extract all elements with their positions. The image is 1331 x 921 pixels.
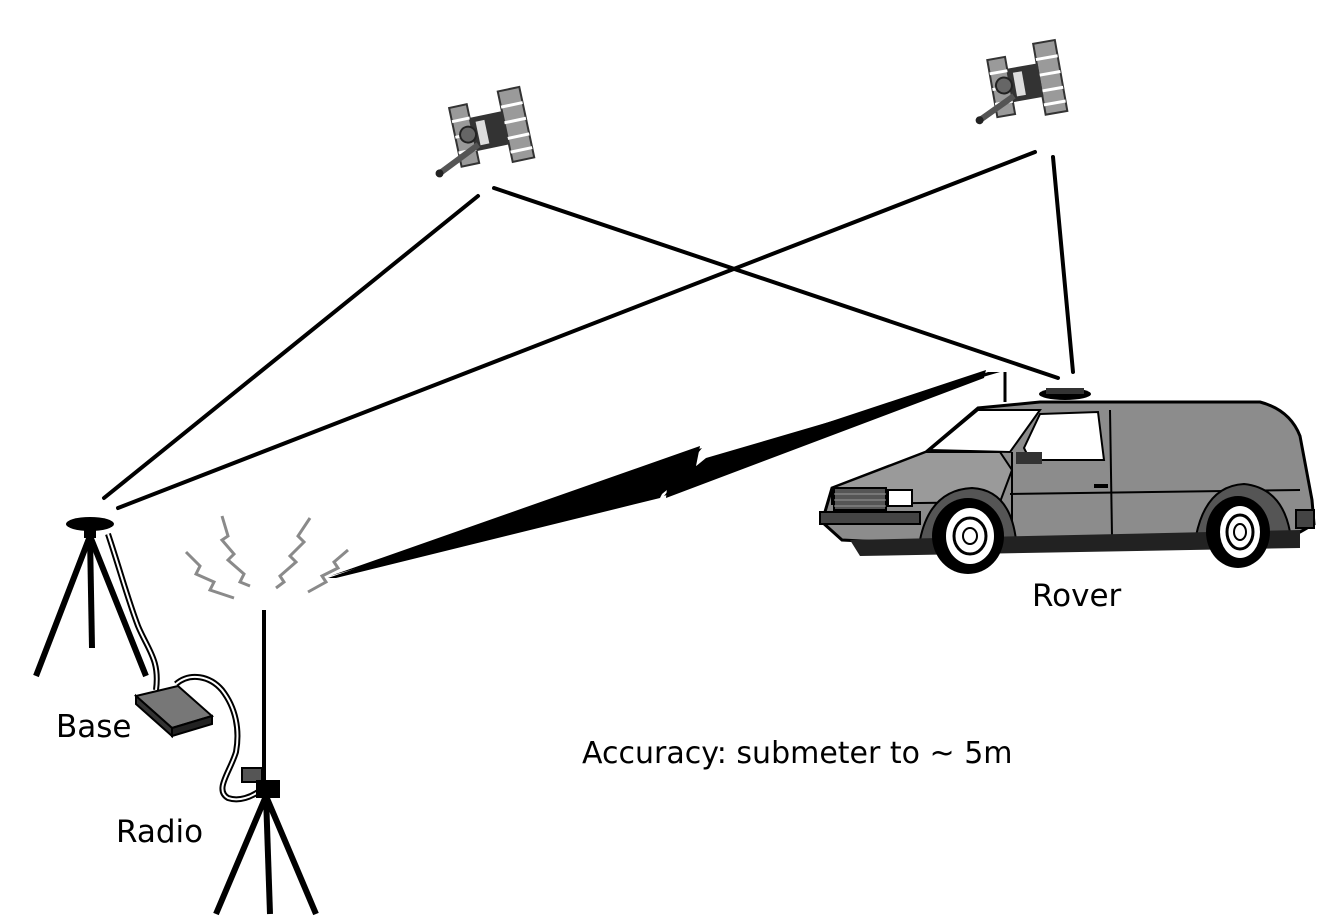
radio-cable-inner <box>175 675 259 801</box>
satellite-icon <box>435 85 536 178</box>
lightning-bolt-fill <box>330 370 986 576</box>
radio-wave <box>184 550 235 600</box>
signal-line-sat2-rover <box>1051 155 1075 374</box>
radio-wave <box>219 515 251 588</box>
radio-wave <box>275 517 312 590</box>
signal-line-sat1-base <box>102 194 480 500</box>
rover-label: Rover <box>1032 578 1122 614</box>
satellite-icon <box>975 38 1069 125</box>
base-label: Base <box>56 709 132 745</box>
signal-line-sat1-rover <box>492 186 1060 380</box>
radio-tripod-icon <box>213 610 319 916</box>
accuracy-label: Accuracy: submeter to ~ 5m <box>582 736 1013 771</box>
tripod-antenna-icon <box>33 517 149 678</box>
radio-label: Radio <box>116 814 204 850</box>
radio-wave <box>307 548 349 594</box>
signal-lines <box>102 150 1075 510</box>
radio-waves <box>184 515 349 600</box>
base-cable-inner <box>107 533 158 691</box>
van-icon <box>819 372 1316 574</box>
receiver-box-icon <box>133 684 215 739</box>
signal-line-sat2-base <box>116 150 1037 510</box>
